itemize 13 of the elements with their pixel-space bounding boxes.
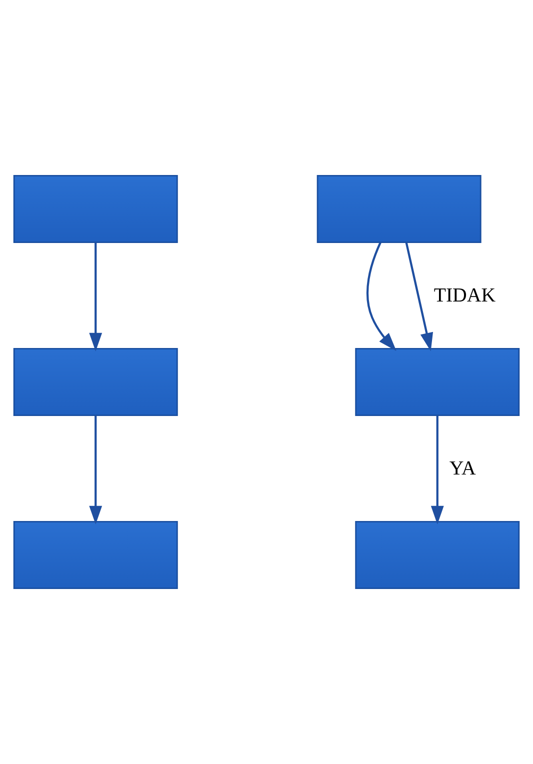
edge-label: YA: [449, 457, 476, 480]
node-box: [13, 520, 178, 590]
node-box: [355, 520, 520, 590]
arrow: [89, 415, 102, 524]
edge-label: TIDAK: [434, 284, 496, 306]
arrow: [89, 242, 102, 352]
arrow: [430, 415, 444, 524]
arrow: [405, 242, 434, 352]
node-box: [316, 174, 482, 244]
node-box: [13, 348, 178, 416]
arrow: [366, 242, 396, 351]
node-box: [355, 348, 520, 416]
node-box: [13, 174, 178, 244]
